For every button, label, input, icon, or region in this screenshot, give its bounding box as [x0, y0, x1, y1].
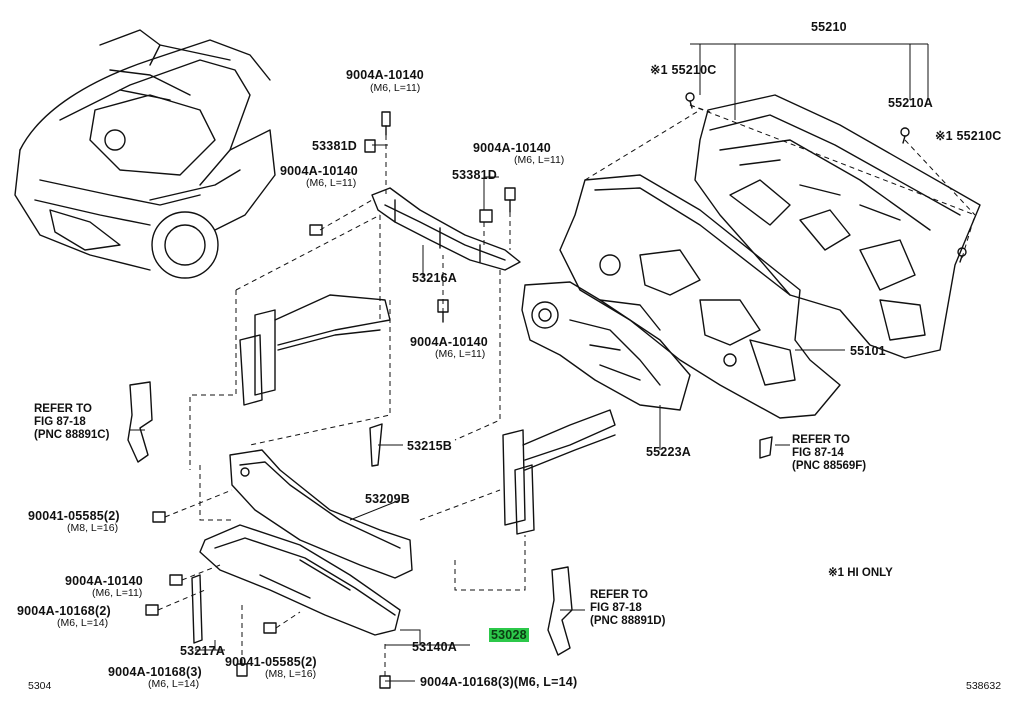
part-number-55210c-right: ※1 55210C [935, 129, 1002, 143]
bolt-spec: (M6, L=14) [57, 617, 109, 629]
page-code: 5304 [28, 680, 52, 692]
fasteners [145, 92, 967, 689]
bracket-88891c [127, 381, 153, 463]
part-53209b [229, 449, 413, 579]
part-number-53209b: 53209B [365, 492, 410, 506]
bolt-9004a-10140-left: 9004A-10140 [280, 164, 358, 178]
refer-line: REFER TO [792, 434, 850, 446]
bolt-9004a-10168-3-bottom: 9004A-10168(3)(M6, L=14) [420, 675, 578, 689]
refer-note-88891c: REFER TO FIG 87-18 (PNC 88891C) [34, 403, 109, 442]
bolt-9004a-10168-2: 9004A-10168(2) [17, 604, 111, 618]
part-left-side-support [239, 294, 391, 406]
part-number-53216a: 53216A [412, 271, 457, 285]
part-number-53217a: 53217A [180, 644, 225, 658]
refer-line: (PNC 88891C) [34, 429, 110, 441]
part-53217a [191, 574, 203, 644]
bracket-88569f [759, 436, 773, 459]
part-55101-dash-panel [559, 174, 841, 419]
bolt-spec: (M8, L=16) [67, 522, 119, 534]
refer-line: REFER TO [34, 403, 92, 415]
bolt-9004a-10140-mid: 9004A-10140 [473, 141, 551, 155]
refer-line: FIG 87-18 [34, 416, 86, 428]
part-number-53215b: 53215B [407, 439, 452, 453]
refer-line: (PNC 88891D) [590, 615, 666, 627]
bracket-88891d [547, 566, 573, 656]
part-number-53028-highlighted[interactable]: 53028 [489, 628, 529, 642]
part-number-55101: 55101 [850, 344, 886, 358]
bolt-90041-05585-2: 90041-05585(2) [28, 509, 120, 523]
bolt-90041-05585-2-bottom: 90041-05585(2) [225, 655, 317, 669]
part-number-53140a: 53140A [412, 640, 457, 654]
bolt-9004a-10140-low: 9004A-10140 [410, 335, 488, 349]
figure-code: 538632 [966, 680, 1002, 692]
hi-only-note: ※1 HI ONLY [828, 567, 893, 579]
refer-note-88891d: REFER TO FIG 87-18 (PNC 88891D) [590, 589, 665, 628]
vehicle-front-sketch [14, 29, 276, 279]
part-number-55223a: 55223A [646, 445, 691, 459]
refer-line: REFER TO [590, 589, 648, 601]
bolt-spec: (M6, L=11) [514, 154, 565, 166]
part-number-55210c-top: ※1 55210C [650, 63, 717, 77]
bolt-9004a-10168-3: 9004A-10168(3) [108, 665, 202, 679]
part-53215b [369, 423, 383, 467]
part-number-53381d-mid: 53381D [452, 168, 497, 182]
part-53140a [199, 524, 401, 636]
refer-note-88569f: REFER TO FIG 87-14 (PNC 88569F) [792, 434, 866, 473]
part-55210-dash-insulator [694, 94, 981, 359]
bolt-spec: (M6, L=11) [370, 82, 421, 94]
part-number-55210: 55210 [811, 20, 847, 34]
dashed-alignment-lines [157, 104, 976, 676]
part-number-55210a: 55210A [888, 96, 933, 110]
leader-lines [130, 43, 929, 682]
bolt-spec: (M8, L=16) [265, 668, 317, 680]
bolt-spec: (M6, L=11) [435, 348, 486, 360]
refer-line: FIG 87-18 [590, 602, 642, 614]
part-right-side-support [502, 409, 616, 535]
bolt-spec: (M6, L=11) [306, 177, 357, 189]
part-53216a [371, 187, 521, 271]
bolt-9004a-10140-bottom: 9004A-10140 [65, 574, 143, 588]
bolt-spec: (M6, L=11) [92, 587, 143, 599]
refer-line: (PNC 88569F) [792, 460, 867, 472]
bolt-9004a-10140-top: 9004A-10140 [346, 68, 424, 82]
refer-line: FIG 87-14 [792, 447, 844, 459]
part-number-53381d-left: 53381D [312, 139, 357, 153]
bolt-spec: (M6, L=14) [148, 678, 200, 690]
